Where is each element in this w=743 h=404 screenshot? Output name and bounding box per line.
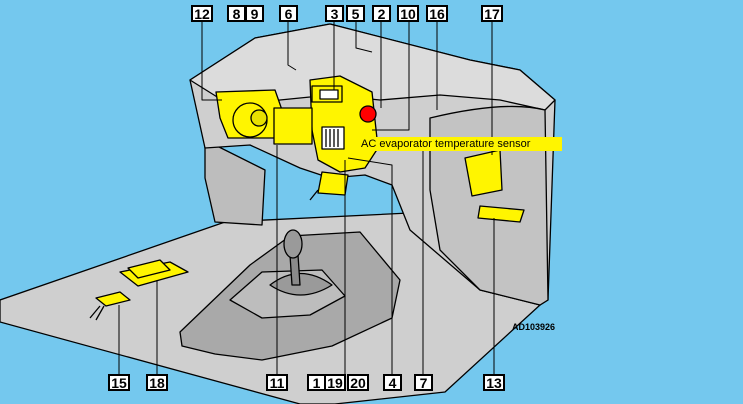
callout-11: 11 bbox=[266, 374, 288, 391]
callout-7: 7 bbox=[414, 374, 433, 391]
fuse-box bbox=[464, 149, 503, 197]
shifter-knob bbox=[283, 229, 303, 259]
ducting bbox=[273, 107, 313, 145]
callout-15: 15 bbox=[108, 374, 130, 391]
glovebox bbox=[429, 105, 549, 306]
evaporator-grid-lines bbox=[325, 129, 339, 147]
figure-code: AD103926 bbox=[512, 322, 556, 332]
callout-20: 20 bbox=[347, 374, 369, 391]
callout-9: 9 bbox=[245, 5, 264, 22]
shifter-boot bbox=[269, 272, 333, 296]
callout-12: 12 bbox=[191, 5, 213, 22]
ac-housing-vent bbox=[319, 89, 339, 100]
blower-hub bbox=[250, 109, 268, 127]
callout-4: 4 bbox=[383, 374, 402, 391]
diagnostic-connector bbox=[477, 205, 525, 223]
callout-2: 2 bbox=[372, 5, 391, 22]
ac-connector-wire bbox=[309, 189, 319, 201]
floor-connector bbox=[95, 291, 131, 307]
callout-17: 17 bbox=[481, 5, 503, 22]
callout-8: 8 bbox=[227, 5, 246, 22]
sensor-location-dot bbox=[359, 105, 377, 123]
callout-16: 16 bbox=[426, 5, 448, 22]
evaporator-grid bbox=[321, 126, 345, 150]
callout-13: 13 bbox=[483, 374, 505, 391]
leader-lines bbox=[118, 21, 495, 374]
callout-19: 19 bbox=[324, 374, 346, 391]
footwell-wall bbox=[204, 139, 266, 226]
floor-relay-block bbox=[127, 259, 171, 279]
callout-10: 10 bbox=[397, 5, 419, 22]
shifter-stick bbox=[289, 254, 301, 286]
floor-connector-wire bbox=[89, 305, 105, 321]
callout-3: 3 bbox=[325, 5, 344, 22]
ac-connector bbox=[317, 171, 349, 196]
callout-18: 18 bbox=[146, 374, 168, 391]
callout-5: 5 bbox=[346, 5, 365, 22]
ac-evaporator-sensor-label: AC evaporator temperature sensor bbox=[358, 137, 562, 151]
callout-6: 6 bbox=[279, 5, 298, 22]
dashboard-top bbox=[189, 23, 556, 111]
